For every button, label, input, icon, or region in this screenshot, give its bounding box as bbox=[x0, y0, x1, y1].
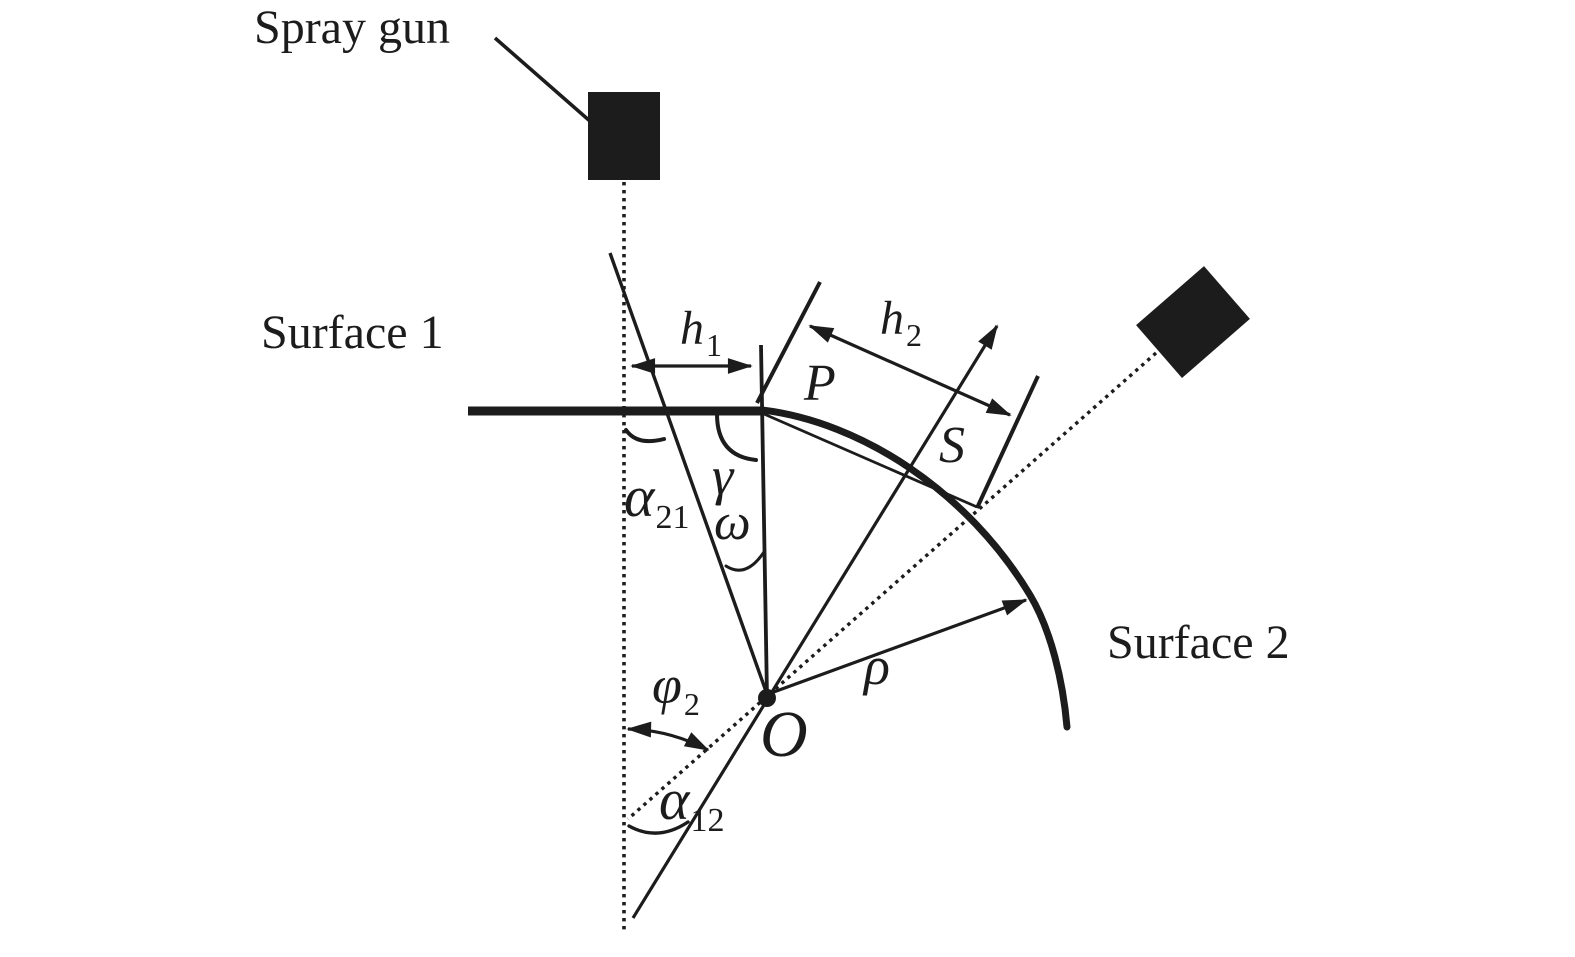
s-tick-line bbox=[975, 375, 1040, 509]
spray-gun-pointer-line bbox=[493, 36, 593, 124]
point-o-dot bbox=[758, 689, 776, 707]
p-s-chord-line bbox=[763, 412, 978, 509]
alpha12-label: α12 bbox=[659, 767, 724, 839]
point-o-label: O bbox=[760, 698, 808, 771]
point-s-label: S bbox=[939, 417, 965, 474]
h2-dimension-arrow bbox=[808, 324, 1012, 417]
surface-normal-arrow-line bbox=[631, 324, 999, 919]
rho-label: ρ bbox=[862, 636, 890, 696]
alpha21-label: α21 bbox=[624, 464, 689, 536]
spray-gun-2-axis-dotted-line bbox=[626, 351, 1158, 821]
alpha12-angle-arc bbox=[627, 820, 690, 835]
h1-label: h1 bbox=[680, 302, 722, 363]
phi2-label: φ2 bbox=[652, 655, 700, 722]
p-tick-line bbox=[755, 281, 822, 404]
phi2-angle-arrow bbox=[626, 721, 710, 752]
surface-1-label: Surface 1 bbox=[261, 306, 444, 359]
h2-label: h2 bbox=[880, 292, 922, 353]
spray-gun-label: Spray gun bbox=[254, 1, 450, 54]
rho-radius-arrow bbox=[770, 598, 1028, 695]
surface-2-curve bbox=[758, 406, 1071, 731]
p-vertical-line bbox=[759, 344, 769, 698]
spray-gun-2-body bbox=[1136, 266, 1250, 378]
surface-2-label: Surface 2 bbox=[1107, 616, 1290, 669]
gamma-label: γ bbox=[712, 446, 735, 506]
alpha21-angle-mark bbox=[624, 428, 666, 444]
gamma-angle-mark bbox=[715, 412, 758, 462]
spray-gun-1-body bbox=[588, 92, 660, 180]
omega-label: ω bbox=[714, 494, 751, 551]
point-p-label: P bbox=[803, 355, 836, 412]
tilted-axis-line-alpha21 bbox=[608, 252, 770, 698]
omega-angle-arc bbox=[724, 550, 766, 572]
